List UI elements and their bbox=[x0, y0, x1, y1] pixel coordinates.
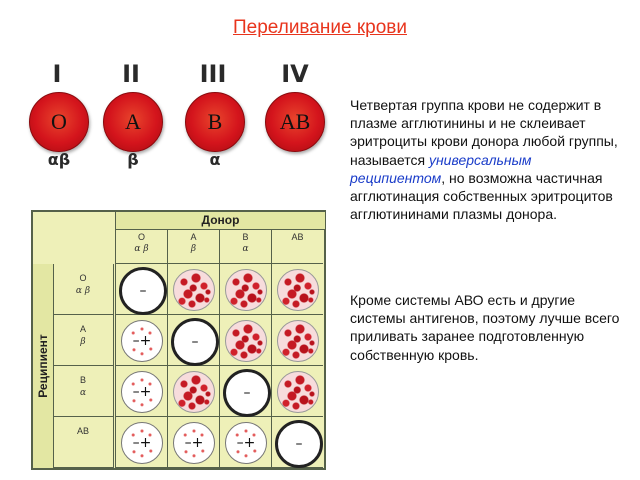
recipient-header: Реципиент bbox=[33, 264, 54, 468]
no-reaction-disc: – bbox=[119, 267, 167, 315]
reaction-cell: – bbox=[219, 366, 271, 417]
reaction-cell: –+ bbox=[167, 417, 219, 468]
reaction-cell bbox=[167, 264, 219, 315]
row-head-ab: АВ bbox=[53, 417, 114, 468]
reaction-cell: –+ bbox=[115, 315, 167, 366]
group-roman-2: II bbox=[122, 60, 140, 88]
group-roman-1: I bbox=[52, 60, 62, 88]
page-title: Переливание крови bbox=[233, 17, 407, 38]
group-roman-4: IV bbox=[281, 60, 309, 88]
universal-recipient-paragraph: Четвертая группа крови не содержит в пла… bbox=[350, 97, 618, 223]
group-antibodies-2: β bbox=[127, 150, 139, 169]
blood-cell-icon-ab: AB bbox=[265, 92, 325, 152]
partial-reaction-disc: –+ bbox=[121, 422, 163, 464]
reaction-cell: –+ bbox=[219, 417, 271, 468]
reaction-cell: – bbox=[271, 417, 323, 468]
partial-reaction-disc: –+ bbox=[173, 422, 215, 464]
donor-header: Донор bbox=[115, 212, 325, 230]
reaction-cell bbox=[271, 315, 323, 366]
reaction-cell bbox=[271, 264, 323, 315]
reaction-cell: – bbox=[115, 264, 167, 315]
universal-recipient-term: универсальным реципиентом bbox=[350, 151, 532, 186]
reaction-cell bbox=[271, 366, 323, 417]
reaction-cell: – bbox=[167, 315, 219, 366]
blood-cell-icon-a: A bbox=[103, 92, 163, 152]
reaction-cell bbox=[167, 366, 219, 417]
reaction-cell bbox=[219, 264, 271, 315]
agglutination-disc bbox=[277, 371, 319, 413]
reaction-cell bbox=[219, 315, 271, 366]
blood-cell-icon-o: O bbox=[29, 92, 89, 152]
agglutination-disc bbox=[225, 320, 267, 362]
partial-reaction-disc: –+ bbox=[121, 320, 163, 362]
agglutination-disc bbox=[277, 269, 319, 311]
partial-reaction-disc: –+ bbox=[225, 422, 267, 464]
no-reaction-disc: – bbox=[223, 369, 271, 417]
no-reaction-disc: – bbox=[171, 318, 219, 366]
group-antibodies-3: α bbox=[209, 150, 221, 169]
partial-reaction-disc: –+ bbox=[121, 371, 163, 413]
blood-cell-icon-b: B bbox=[185, 92, 245, 152]
reaction-cell: –+ bbox=[115, 417, 167, 468]
group-antibodies-1: αβ bbox=[47, 150, 71, 169]
other-antigens-paragraph: Кроме системы АВО есть и другие системы … bbox=[350, 292, 620, 363]
reaction-cell: –+ bbox=[115, 366, 167, 417]
agglutination-disc bbox=[173, 371, 215, 413]
col-head-ab: АВ bbox=[271, 230, 323, 264]
agglutination-disc bbox=[277, 320, 319, 362]
agglutination-disc bbox=[225, 269, 267, 311]
no-reaction-disc: – bbox=[275, 420, 323, 468]
agglutination-disc bbox=[173, 269, 215, 311]
group-roman-3: III bbox=[199, 60, 227, 88]
